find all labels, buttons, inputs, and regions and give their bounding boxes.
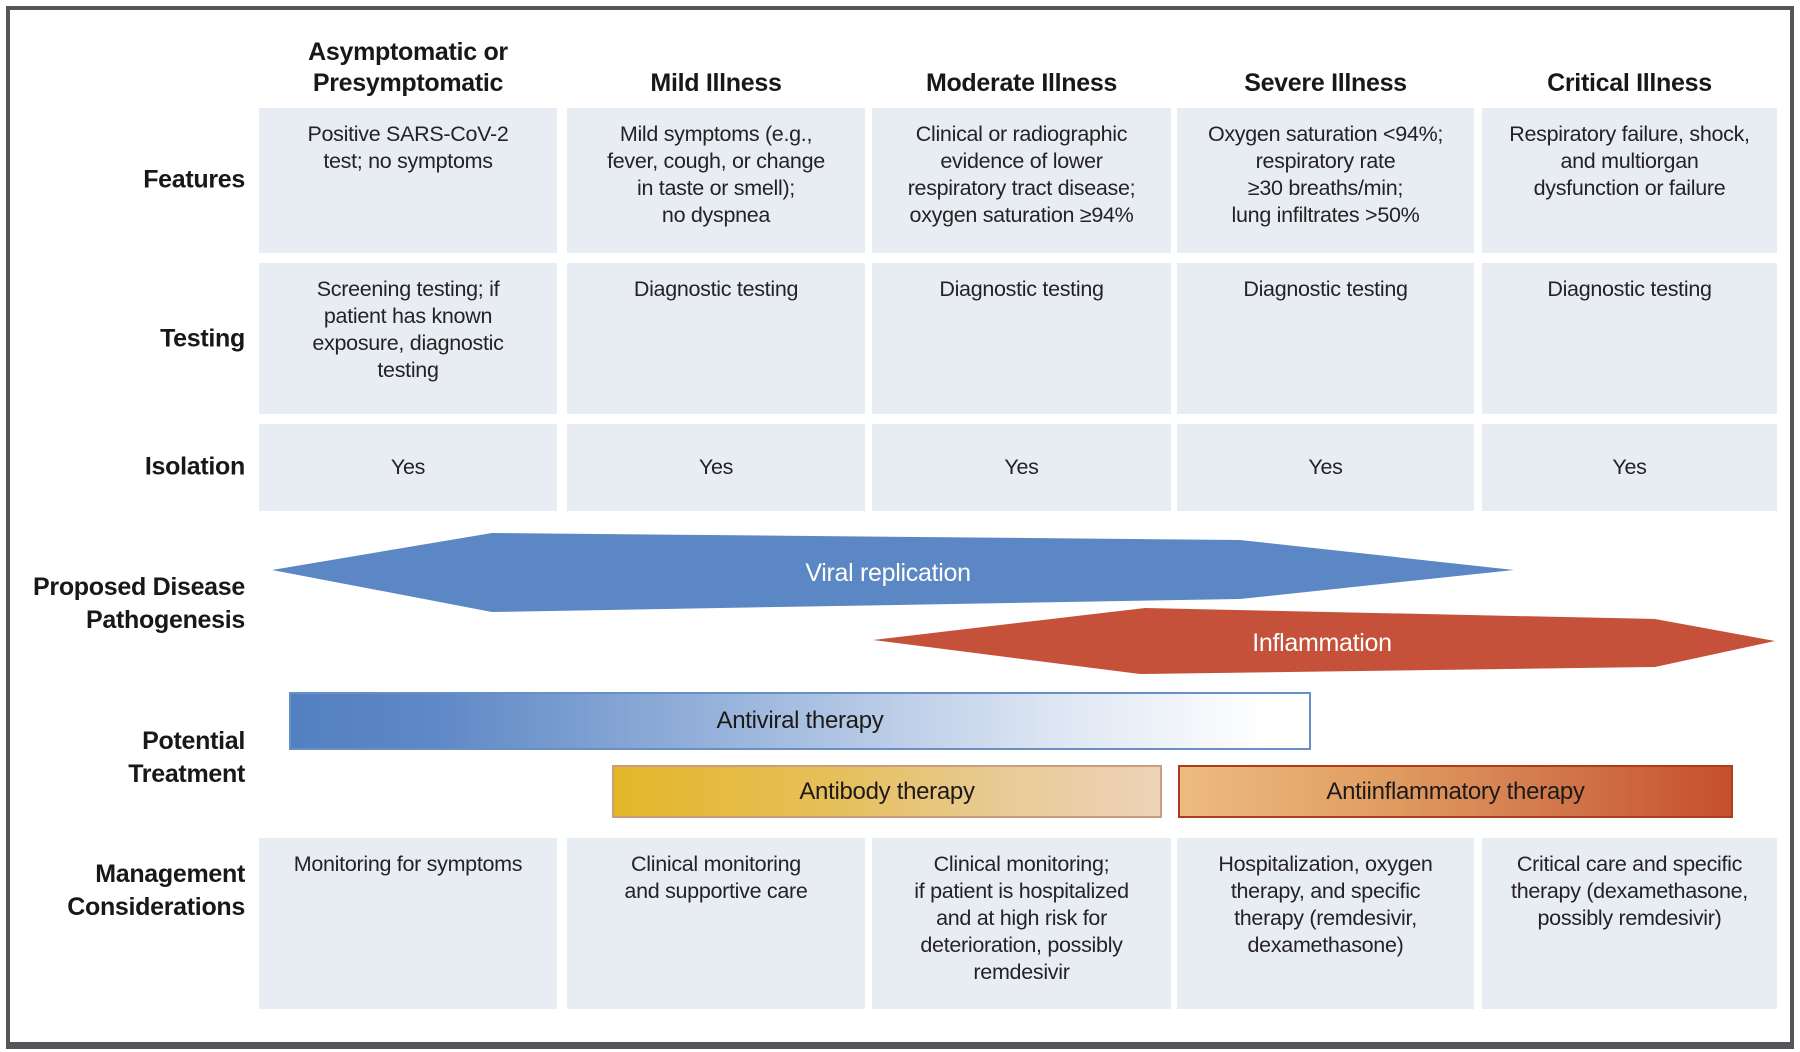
row-label-features: Features	[143, 165, 245, 194]
inflammation-label: Inflammation	[1252, 629, 1392, 657]
antiviral-therapy-bar: Antiviral therapy	[289, 692, 1311, 750]
column-header-critical: Critical Illness	[1547, 68, 1712, 97]
row-label-pathogenesis: Proposed Disease Pathogenesis	[33, 573, 245, 634]
viral-replication-arrow	[272, 533, 1514, 612]
features-cell: Respiratory failure, shock, and multiorg…	[1482, 108, 1777, 253]
antiinflammatory-therapy-label: Antiinflammatory therapy	[1326, 777, 1585, 805]
isolation-cell: Yes	[1177, 424, 1474, 511]
row-label-isolation: Isolation	[144, 452, 245, 481]
isolation-cell: Yes	[259, 424, 557, 511]
isolation-cell: Yes	[872, 424, 1171, 511]
isolation-cell: Yes	[1482, 424, 1777, 511]
features-cell: Oxygen saturation <94%; respiratory rate…	[1177, 108, 1474, 253]
management-cell: Clinical monitoring and supportive care	[567, 838, 865, 1009]
features-cell: Positive SARS-CoV-2 test; no symptoms	[259, 108, 557, 253]
testing-cell: Diagnostic testing	[1177, 263, 1474, 414]
testing-cell: Diagnostic testing	[567, 263, 865, 414]
antiviral-therapy-label: Antiviral therapy	[716, 707, 884, 734]
viral-replication-label: Viral replication	[805, 559, 970, 587]
column-header-severe: Severe Illness	[1244, 68, 1407, 97]
pathogenesis-band: Viral replication Inflammation	[272, 533, 1775, 674]
row-label-management: Management Considerations	[67, 860, 245, 921]
column-header-mild: Mild Illness	[650, 68, 782, 97]
column-header-moderate: Moderate Illness	[925, 68, 1118, 97]
column-header-asymptomatic: Asymptomatic or Presymptomatic	[308, 38, 508, 97]
testing-cell: Screening testing; if patient has known …	[259, 263, 557, 414]
management-cell: Hospitalization, oxygen therapy, and spe…	[1177, 838, 1474, 1009]
features-cell: Mild symptoms (e.g., fever, cough, or ch…	[567, 108, 865, 253]
testing-cell: Diagnostic testing	[1482, 263, 1777, 414]
isolation-cell: Yes	[567, 424, 865, 511]
antibody-therapy-label: Antibody therapy	[799, 777, 975, 805]
features-cell: Clinical or radiographic evidence of low…	[872, 108, 1171, 253]
management-cell: Clinical monitoring; if patient is hospi…	[872, 838, 1171, 1009]
management-cell: Monitoring for symptoms	[259, 838, 557, 1009]
antibody-therapy-bar: Antibody therapy	[612, 765, 1162, 818]
row-label-testing: Testing	[160, 324, 245, 353]
testing-cell: Diagnostic testing	[872, 263, 1171, 414]
row-label-treatment: Potential Treatment	[128, 727, 245, 788]
inflammation-arrow	[873, 608, 1775, 674]
antiinflammatory-therapy-bar: Antiinflammatory therapy	[1178, 765, 1733, 818]
management-cell: Critical care and specific therapy (dexa…	[1482, 838, 1777, 1009]
